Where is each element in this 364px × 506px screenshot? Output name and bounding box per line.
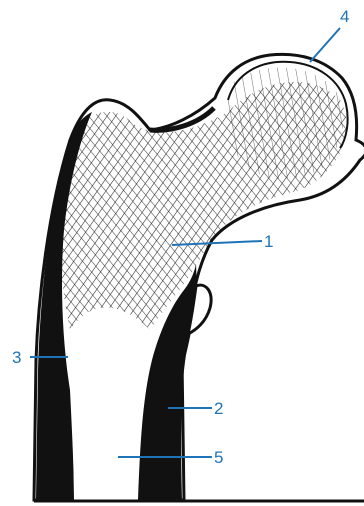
label-1: 1 xyxy=(264,232,273,251)
label-3: 3 xyxy=(12,348,21,367)
label-5: 5 xyxy=(214,448,223,467)
callout-line-4 xyxy=(310,28,340,62)
label-4: 4 xyxy=(340,7,349,26)
label-2: 2 xyxy=(214,399,223,418)
